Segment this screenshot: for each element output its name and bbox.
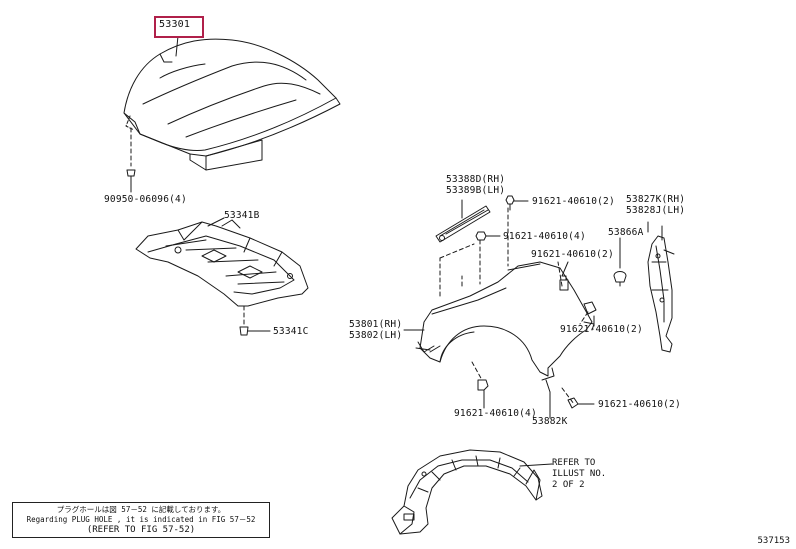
part-label-bracket-lh[interactable]: 53828J(LH) bbox=[626, 205, 686, 216]
hood-illustration bbox=[123, 38, 341, 171]
fender-seal-illustration bbox=[435, 199, 491, 243]
part-label-bracket-clip[interactable]: 53866A bbox=[608, 227, 644, 238]
refer-note-line-1: REFER TO bbox=[552, 458, 596, 468]
refer-note-line-3: 2 OF 2 bbox=[552, 480, 585, 490]
part-label-fender-lh[interactable]: 53802(LH) bbox=[349, 330, 403, 341]
refer-note-line-2: ILLUST NO. bbox=[552, 469, 607, 479]
fender-illustration bbox=[415, 261, 595, 381]
part-label-bolt-lower-front[interactable]: 91621-40610(4) bbox=[454, 408, 537, 419]
fender-callouts bbox=[403, 207, 589, 419]
fender-liner-illustration bbox=[391, 449, 553, 535]
part-label-hood[interactable]: 53301 bbox=[159, 19, 191, 30]
hood-insulator-illustration bbox=[135, 219, 309, 307]
hood-insulator-callout bbox=[207, 217, 271, 336]
hood-part-highlight bbox=[154, 16, 204, 38]
part-label-bolt-lower-rear[interactable]: 91621-40610(2) bbox=[598, 399, 681, 410]
part-label-fender-seal-lh[interactable]: 53389B(LH) bbox=[446, 185, 506, 196]
part-label-hood-insulator-clip[interactable]: 53341C bbox=[273, 326, 309, 337]
part-label-liner-clip[interactable]: 53882K bbox=[532, 416, 568, 427]
part-label-hood-insulator[interactable]: 53341B bbox=[224, 210, 260, 221]
part-label-bolt-seal[interactable]: 91621-40610(4) bbox=[503, 231, 586, 242]
plug-hole-note-box: プラグホールは図 57－52 に記載しております。 Regarding PLUG… bbox=[12, 502, 270, 538]
hood-callout bbox=[126, 35, 179, 193]
part-label-fender-seal-rh[interactable]: 53388D(RH) bbox=[446, 174, 506, 185]
part-label-bolt-upper-mid[interactable]: 91621-40610(2) bbox=[531, 249, 614, 260]
bolt-icons bbox=[475, 195, 597, 409]
note-line-japanese: プラグホールは図 57－52 に記載しております。 bbox=[56, 505, 226, 514]
part-label-bracket-rh[interactable]: 53827K(RH) bbox=[626, 194, 686, 205]
bracket-clip-icon bbox=[613, 271, 627, 287]
note-line-english: Regarding PLUG HOLE , it is indicated in… bbox=[26, 515, 256, 524]
page-number: 537153 bbox=[757, 536, 790, 546]
bracket-illustration bbox=[619, 221, 675, 353]
part-label-hood-bolt[interactable]: 90950-06096(4) bbox=[104, 194, 187, 205]
note-line-refer[interactable]: (REFER TO FIG 57-52) bbox=[86, 525, 196, 535]
refer-illustration-note: REFER TO ILLUST NO. 2 OF 2 bbox=[552, 458, 606, 491]
part-label-bolt-rear[interactable]: 91621-40610(2) bbox=[560, 324, 643, 335]
part-label-fender-rh[interactable]: 53801(RH) bbox=[349, 319, 403, 330]
part-label-bolt-top[interactable]: 91621-40610(2) bbox=[532, 196, 615, 207]
